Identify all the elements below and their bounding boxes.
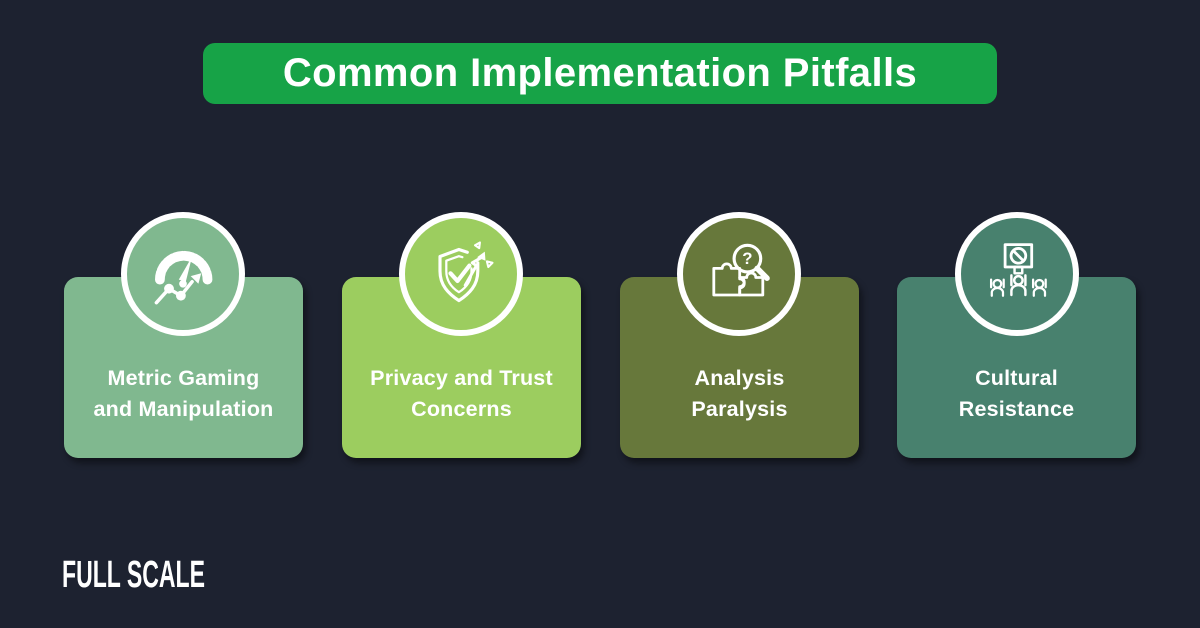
broken-shield-check-icon [438, 241, 494, 303]
card-icon-badge [955, 212, 1079, 336]
card-title: Analysis Paralysis [628, 363, 851, 425]
pitfall-card-analysis-paralysis: Analysis Paralysis [620, 277, 859, 458]
full-scale-logo-text: FULL SCALE [62, 552, 205, 595]
full-scale-logo: FULL SCALE [62, 552, 261, 594]
title-banner: Common Implementation Pitfalls [203, 43, 997, 104]
card-title: Metric Gaming and Manipulation [72, 363, 295, 425]
pitfall-card-cultural-resistance: Cultural Resistance [897, 277, 1136, 458]
card-icon-badge [399, 212, 523, 336]
card-title-line: and Manipulation [93, 397, 274, 421]
puzzle-magnifier-icon: ? [712, 243, 770, 297]
card-title-line: Metric Gaming [107, 366, 260, 390]
card-icon-badge [121, 212, 245, 336]
card-title: Cultural Resistance [905, 363, 1128, 425]
gauge-trend-icon [154, 250, 213, 305]
card-icon-badge: ? [677, 212, 801, 336]
card-title-line: Analysis [694, 366, 785, 390]
card-title-line: Cultural [975, 366, 1058, 390]
protest-sign-icon [989, 243, 1047, 297]
card-title-line: Privacy and Trust [370, 366, 553, 390]
svg-text:?: ? [742, 249, 752, 268]
page-title: Common Implementation Pitfalls [282, 51, 918, 95]
card-title-line: Resistance [958, 397, 1075, 421]
card-title-line: Concerns [411, 397, 512, 421]
card-title-line: Paralysis [691, 397, 788, 421]
card-title: Privacy and Trust Concerns [350, 363, 573, 425]
